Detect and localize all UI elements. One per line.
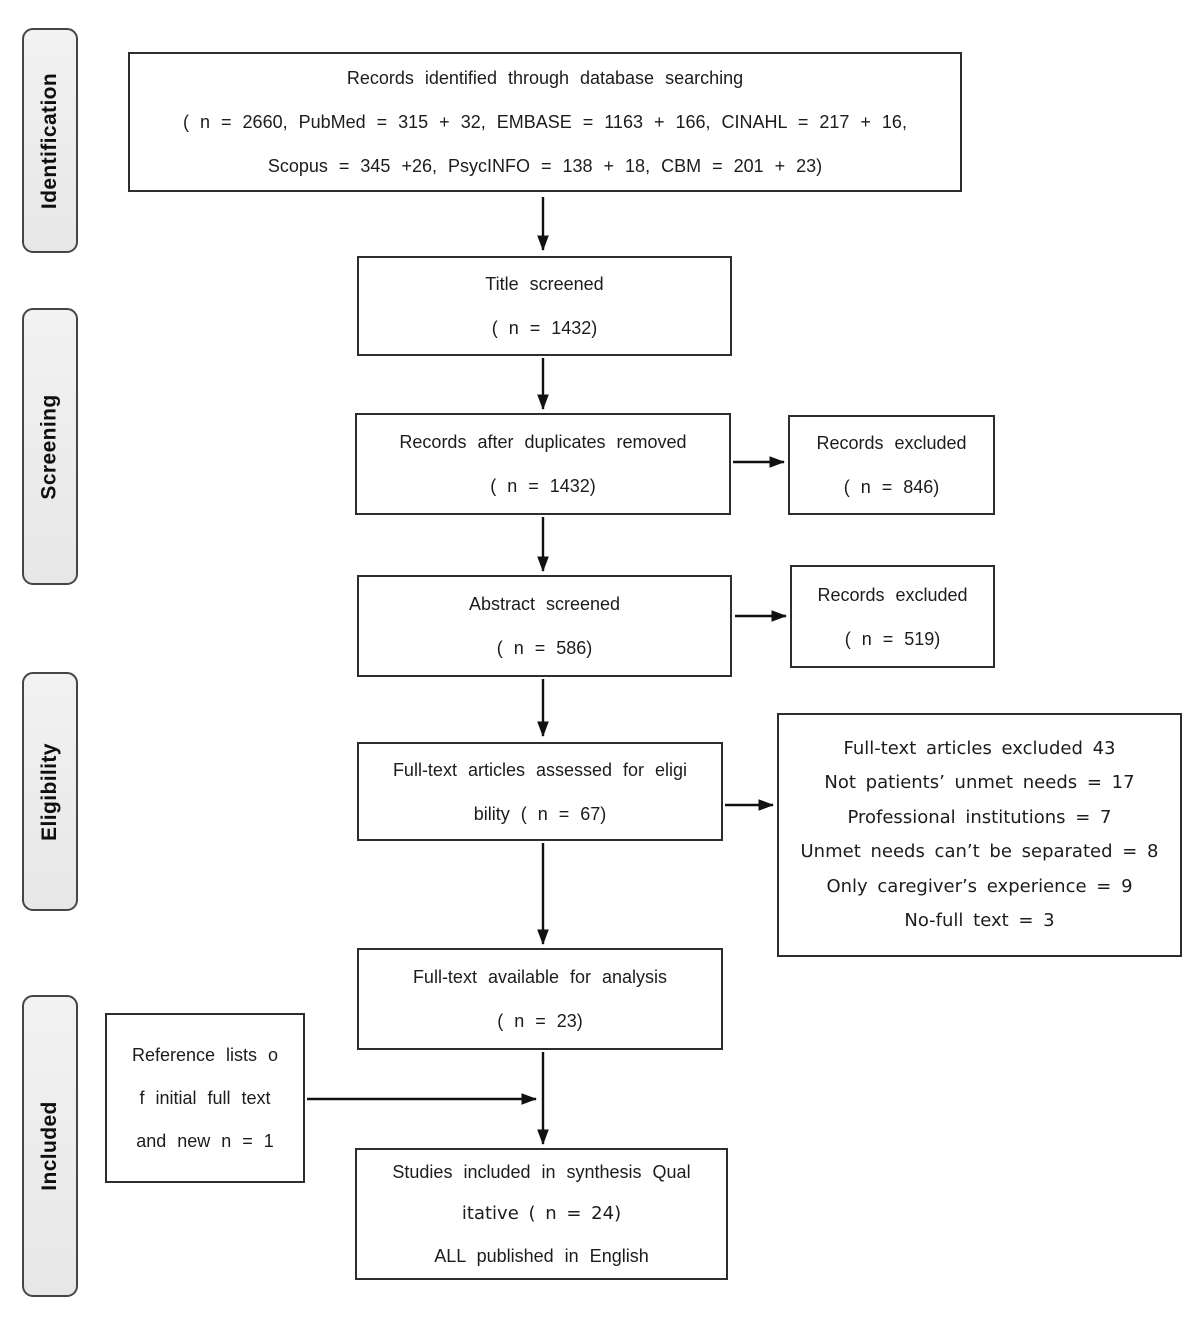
box-line: Only caregiver’s experience = 9 xyxy=(826,875,1133,897)
box-line: ( n = 23) xyxy=(497,1011,583,1031)
box-line: ( n = 2660, PubMed = 315 + 32, EMBASE = … xyxy=(183,112,907,132)
box-line: ALL published in English xyxy=(434,1246,649,1266)
fulltext-available-box: Full-text available for analysis ( n = 2… xyxy=(357,948,723,1050)
stage-included: Included xyxy=(22,995,78,1297)
fulltext-excluded-box: Full-text articles excluded 43 Not patie… xyxy=(777,713,1182,957)
box-line: Professional institutions = 7 xyxy=(847,806,1112,828)
box-line: Studies included in synthesis Qual xyxy=(392,1162,691,1182)
box-line: Full-text available for analysis xyxy=(412,967,668,987)
box-line: ( n = 846) xyxy=(843,477,940,497)
box-line: Records after duplicates removed xyxy=(399,432,687,452)
box-line: Records excluded xyxy=(817,584,968,605)
box-line: ( n = 519) xyxy=(844,628,941,649)
box-line: Full-text articles assessed for eligi xyxy=(392,759,688,780)
title-screened-box: Title screened ( n = 1432) xyxy=(357,256,732,356)
box-line: ( n = 586) xyxy=(496,638,593,658)
duplicates-removed-box: Records after duplicates removed ( n = 1… xyxy=(355,413,731,515)
box-line: Reference lists o xyxy=(131,1044,279,1065)
records-excluded-abstract-box: Records excluded ( n = 519) xyxy=(790,565,995,668)
box-line: f initial full text xyxy=(139,1087,271,1108)
reference-lists-box: Reference lists o f initial full text an… xyxy=(105,1013,305,1183)
box-line: Full-text articles excluded 43 xyxy=(843,737,1116,759)
stage-screening: Screening xyxy=(22,308,78,585)
box-line: ( n = 1432) xyxy=(490,476,596,496)
box-line: Not patients’ unmet needs = 17 xyxy=(824,772,1135,793)
records-identified-box: Records identified through database sear… xyxy=(128,52,962,192)
box-line: and new n = 1 xyxy=(136,1130,274,1151)
fulltext-assessed-box: Full-text articles assessed for eligi bi… xyxy=(357,742,723,841)
studies-included-box: Studies included in synthesis Qual itati… xyxy=(355,1148,728,1280)
stage-identification: Identification xyxy=(22,28,78,253)
abstract-screened-box: Abstract screened ( n = 586) xyxy=(357,575,732,677)
box-line: Records identified through database sear… xyxy=(346,68,744,88)
box-line: itative ( n = 24) xyxy=(461,1203,622,1224)
box-line: Abstract screened xyxy=(468,594,621,614)
box-line: bility ( n = 67) xyxy=(473,803,607,824)
box-line: Records excluded xyxy=(816,433,967,453)
records-excluded-title-box: Records excluded ( n = 846) xyxy=(788,415,995,515)
stage-eligibility: Eligibility xyxy=(22,672,78,911)
box-line: Title screened xyxy=(485,274,604,294)
box-line: ( n = 1432) xyxy=(491,318,598,338)
box-line: Unmet needs can’t be separated = 8 xyxy=(800,841,1159,862)
box-line: Scopus = 345 +26, PsycINFO = 138 + 18, C… xyxy=(267,156,823,176)
box-line: No-full text = 3 xyxy=(904,910,1055,931)
